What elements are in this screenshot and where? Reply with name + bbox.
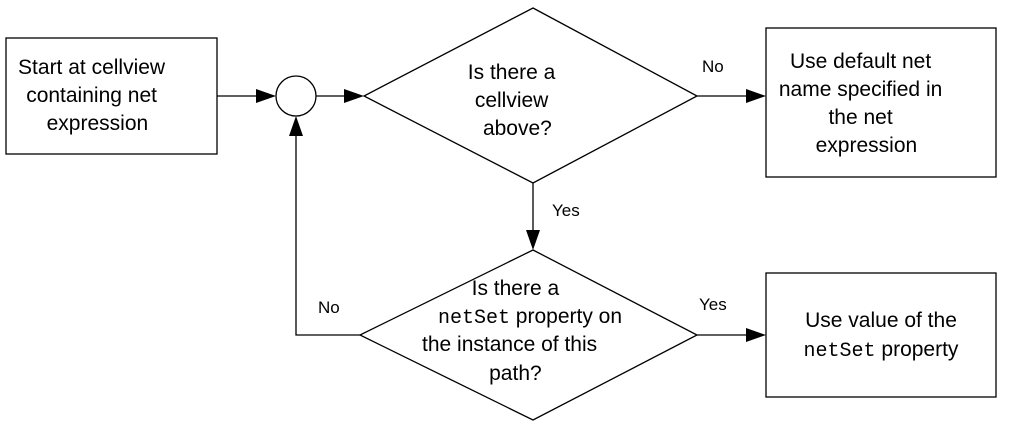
start-node-line-3: expression <box>47 112 149 135</box>
start-node-line-1: Start at cellview <box>18 56 166 79</box>
decision-above-line-1: Is there a <box>468 61 556 84</box>
default-net-line-1: Use default net <box>790 50 931 73</box>
decision-cellview-above-label: Is there a cellview above? <box>0 0 596 140</box>
edge-junction-to-decision-above <box>316 89 364 103</box>
decision-above-line-3: above? <box>483 117 552 140</box>
use-value-line-2: netSet property <box>804 338 959 363</box>
decision-above-line-2: cellview <box>475 89 549 112</box>
use-value-line-1: Use value of the <box>805 309 957 332</box>
decision-netset-line-2-rest: property on <box>510 305 622 328</box>
start-node: Start at cellview containing net express… <box>0 0 218 155</box>
decision-netset-line-3: the instance of this <box>422 333 597 356</box>
edge-netset-no: No <box>289 116 360 336</box>
decision-netset-label: Is there a <box>0 0 588 300</box>
edge-netset-no-label: No <box>318 298 340 317</box>
start-node-line-2: containing net <box>26 84 157 107</box>
edge-above-no-label: No <box>702 57 724 76</box>
decision-netset-code: netSet <box>438 307 510 330</box>
edge-above-yes: Yes <box>526 183 580 250</box>
decision-netset-label-lower: the instance of this path? <box>422 333 597 385</box>
edge-start-to-junction <box>217 89 276 103</box>
decision-netset-property: Is there a netSet property on the instan… <box>0 0 699 421</box>
edge-netset-yes-label: Yes <box>699 295 727 314</box>
use-value-line-2-rest: property <box>876 338 959 361</box>
use-value-node: Use value of the netSet property <box>765 272 997 398</box>
default-net-line-3: the net <box>828 106 892 129</box>
start-node-label: Start at cellview containing net express… <box>0 0 206 135</box>
default-net-node-label: Use default net name specified in the ne… <box>0 0 983 157</box>
decision-netset-line-2: netSet property on <box>438 305 622 330</box>
use-value-code: netSet <box>804 340 876 363</box>
edge-above-yes-label: Yes <box>552 201 580 220</box>
edge-netset-yes: Yes <box>697 295 766 342</box>
default-net-line-2: name specified in <box>779 78 942 101</box>
default-net-node: Use default net name specified in the ne… <box>0 0 997 178</box>
decision-cellview-above: Is there a cellview above? <box>0 0 699 184</box>
edge-above-no: No <box>697 57 766 103</box>
merge-junction-circle <box>275 75 317 117</box>
decision-netset-line-4: path? <box>489 362 542 385</box>
default-net-line-4: expression <box>816 134 918 157</box>
decision-netset-line-1: Is there a <box>472 277 560 300</box>
